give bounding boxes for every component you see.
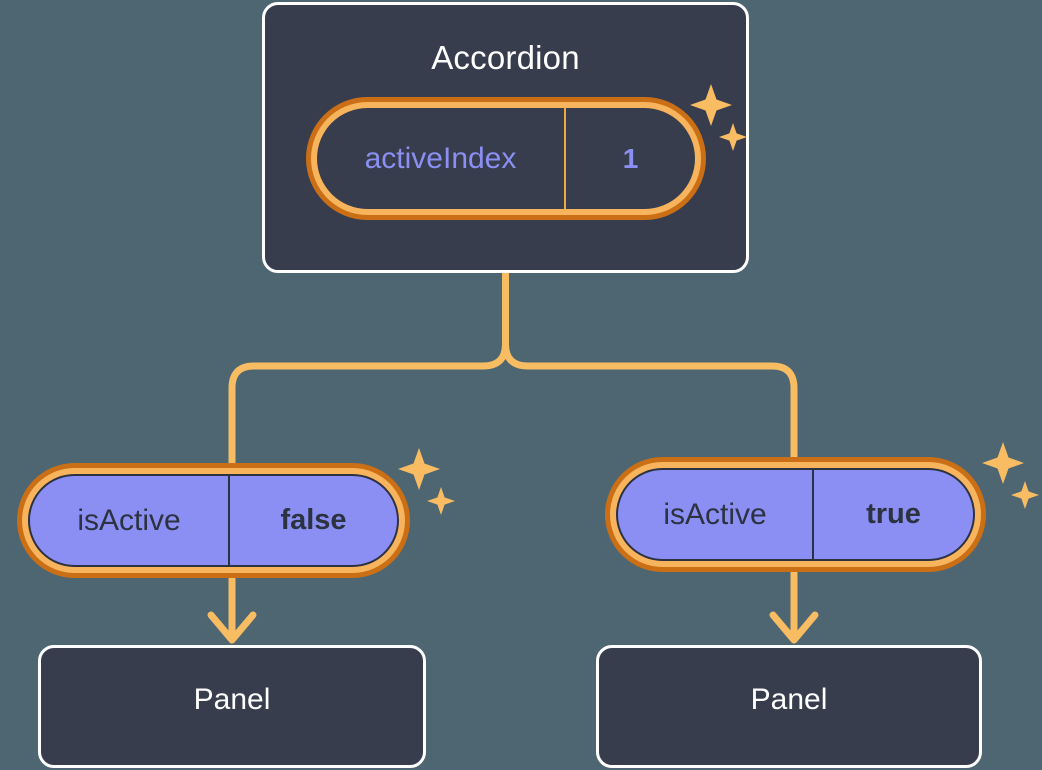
pill-body: isActive false bbox=[28, 474, 399, 567]
prop-key-label: isActive bbox=[30, 476, 230, 565]
panel-component-card-left[interactable]: Panel bbox=[38, 645, 426, 768]
prop-value-label: false bbox=[280, 504, 347, 536]
prop-pill-is-active-left[interactable]: isActive false bbox=[17, 463, 410, 578]
prop-value-label: true bbox=[866, 498, 921, 530]
state-pill-active-index[interactable]: activeIndex 1 bbox=[306, 97, 706, 220]
state-value-label: 1 bbox=[622, 142, 639, 174]
sparkle-icon bbox=[982, 442, 1039, 509]
panel-component-card-right[interactable]: Panel bbox=[596, 645, 982, 768]
pill-inner-ring: isActive true bbox=[610, 462, 981, 567]
panel-title: Panel bbox=[750, 683, 828, 716]
arrow-left-head bbox=[207, 611, 257, 644]
pill-body: activeIndex 1 bbox=[317, 108, 695, 209]
accordion-title: Accordion bbox=[431, 39, 580, 76]
prop-key-label: isActive bbox=[618, 470, 814, 559]
arrow-right-head bbox=[769, 611, 819, 644]
state-key-label: activeIndex bbox=[317, 108, 566, 209]
pill-inner-ring: isActive false bbox=[22, 468, 405, 573]
connector-to-right-child bbox=[502, 269, 798, 464]
connector-to-left-child bbox=[228, 269, 509, 470]
prop-pill-is-active-right[interactable]: isActive true bbox=[605, 457, 986, 572]
panel-title: Panel bbox=[193, 683, 271, 716]
pill-inner-ring: activeIndex 1 bbox=[311, 102, 701, 215]
pill-body: isActive true bbox=[616, 468, 975, 561]
